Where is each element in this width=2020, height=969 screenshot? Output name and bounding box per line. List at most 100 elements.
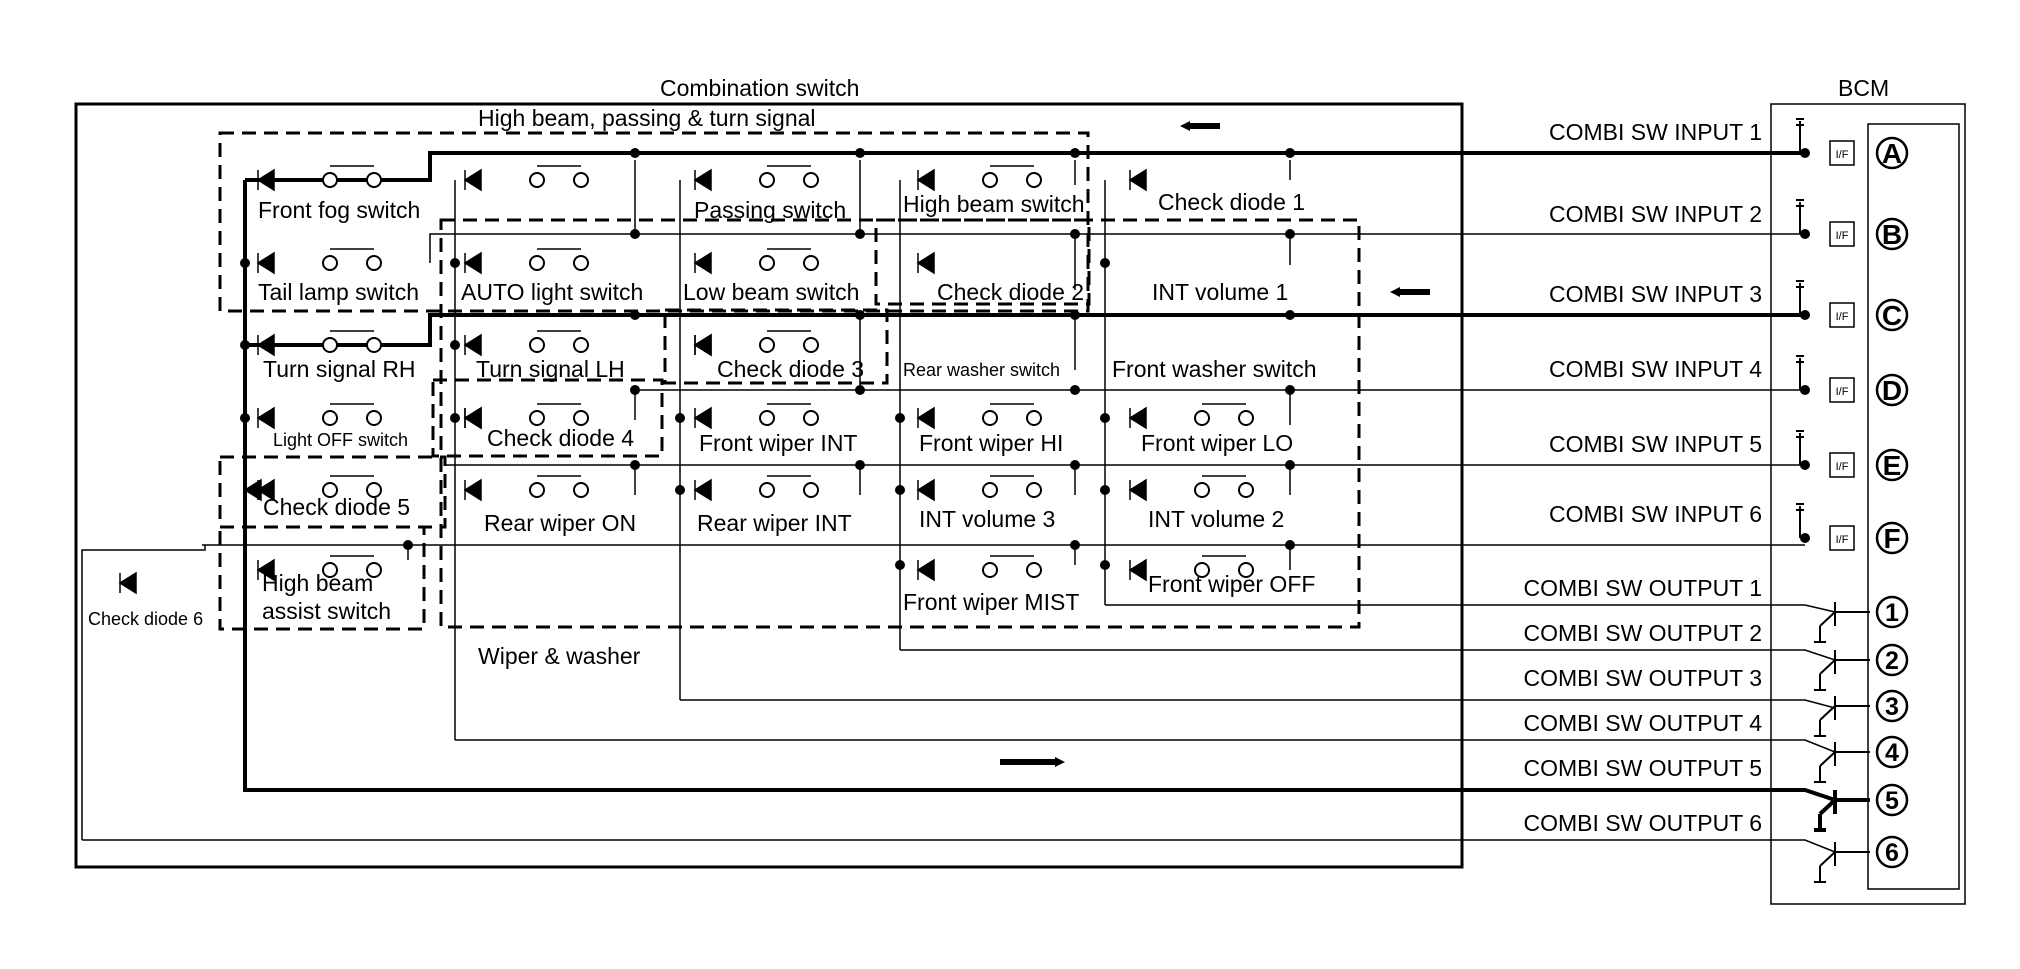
junction-dot (855, 148, 865, 158)
bcm-frame (1770, 103, 1966, 905)
label-passing-switch: Passing switch (694, 197, 846, 223)
output-label-5: COMBI SW OUTPUT 5 (1523, 755, 1762, 781)
diode-icon (1128, 168, 1147, 192)
diode-icon (118, 571, 137, 595)
pullup-icon (1796, 280, 1804, 315)
wiper-group-label: Wiper & washer (478, 643, 641, 669)
switch-contact-icon (463, 165, 589, 192)
pin-1: 1 (1885, 599, 1899, 627)
high-beam-assist-box (218, 525, 426, 631)
transistor-icon (1814, 790, 1870, 832)
switch-contact-icon (693, 248, 819, 275)
junction-dot (855, 229, 865, 239)
label-high-beam-assist-2: assist switch (262, 598, 391, 624)
label-check-diode-2: Check diode 2 (937, 279, 1084, 305)
junction-dots (240, 148, 1810, 570)
junction-dot (450, 413, 460, 423)
label-check-diode-6: Check diode 6 (88, 609, 203, 629)
pin-6: 6 (1885, 839, 1899, 867)
pin-4: 4 (1885, 739, 1899, 767)
junction-dot (675, 485, 685, 495)
switch-contact-icon (916, 403, 1042, 430)
label-tail-lamp-switch: Tail lamp switch (258, 279, 419, 305)
junction-dot (895, 413, 905, 423)
bcm-inputs: I/F A I/F B I/F C I/F D I/F (1796, 118, 1909, 555)
label-auto-light-switch: AUTO light switch (461, 279, 643, 305)
switch-contact-icon (1128, 403, 1254, 430)
junction-dot (630, 310, 640, 320)
junction-dot (1070, 310, 1080, 320)
iface-label: I/F (1836, 386, 1849, 398)
input-label-5: COMBI SW INPUT 5 (1549, 431, 1762, 457)
switch-contact-icon (916, 475, 1042, 502)
transistor-icon (1814, 650, 1870, 691)
switch-contact-icon (693, 475, 819, 502)
flow-arrows (1000, 121, 1430, 767)
junction-dot (1285, 229, 1295, 239)
high-beam-group-label: High beam, passing & turn signal (478, 105, 816, 131)
switch-contact-icon (256, 555, 382, 582)
thin-wires (81, 160, 1836, 853)
junction-dot (855, 310, 865, 320)
label-check-diode-1: Check diode 1 (1158, 189, 1305, 215)
junction-dot (630, 229, 640, 239)
junction-dot (675, 413, 685, 423)
junction-dot (630, 148, 640, 158)
pin-c: C (1882, 300, 1902, 331)
label-light-off-switch: Light OFF switch (273, 430, 408, 450)
label-front-wiper-lo: Front wiper LO (1141, 430, 1293, 456)
pin-f: F (1883, 523, 1900, 554)
label-rear-wiper-on: Rear wiper ON (484, 510, 636, 536)
switch-contact-icon (256, 403, 382, 430)
transistor-icon (1814, 742, 1870, 783)
junction-dot (1070, 540, 1080, 550)
label-front-wiper-off: Front wiper OFF (1148, 571, 1315, 597)
check-diode-3-box (663, 308, 889, 385)
iface-label: I/F (1836, 534, 1849, 546)
label-front-wiper-mist: Front wiper MIST (903, 589, 1079, 615)
junction-dot (450, 258, 460, 268)
label-turn-signal-lh: Turn signal LH (476, 356, 625, 382)
diode-icon (693, 333, 712, 357)
label-check-diode-4: Check diode 4 (487, 425, 634, 451)
junction-dot (1800, 460, 1810, 470)
switch-contact-icon (1128, 475, 1254, 502)
switch-contact-icon (463, 248, 589, 275)
diode-icon (463, 406, 482, 430)
switch-contact-icon (1128, 555, 1254, 582)
thick-wires (243, 151, 1836, 802)
iface-label: I/F (1836, 311, 1849, 323)
junction-dot (1100, 258, 1110, 268)
switch-contact-icon (916, 555, 1042, 582)
switch-contact-icon (693, 330, 819, 357)
junction-dot (1800, 148, 1810, 158)
junction-dot (1070, 385, 1080, 395)
bcm-inner-frame (1867, 123, 1960, 890)
switch-contact-icon (256, 165, 382, 192)
label-high-beam-switch: High beam switch (903, 191, 1085, 217)
junction-dot (1800, 533, 1810, 543)
switch-contact-icon (463, 330, 589, 357)
bcm-title: BCM (1838, 75, 1889, 101)
label-rear-washer-switch: Rear washer switch (903, 360, 1060, 380)
junction-dot (1100, 560, 1110, 570)
junction-dot (1800, 385, 1810, 395)
input-label-1: COMBI SW INPUT 1 (1549, 119, 1762, 145)
switch-contact-icon (256, 248, 382, 275)
light-off-box (431, 378, 664, 458)
label-int-volume-2: INT volume 2 (1148, 506, 1284, 532)
pin-3: 3 (1885, 693, 1899, 721)
junction-dot (855, 460, 865, 470)
transistor-icon (1814, 602, 1870, 643)
combination-switch-frame (74, 102, 1464, 869)
output-label-2: COMBI SW OUTPUT 2 (1523, 620, 1762, 646)
junction-dot (1285, 148, 1295, 158)
label-int-volume-1: INT volume 1 (1152, 279, 1288, 305)
pullup-icon (1796, 355, 1804, 390)
pullup-icon (1796, 118, 1804, 153)
diode-icon (916, 251, 935, 275)
input-label-3: COMBI SW INPUT 3 (1549, 281, 1762, 307)
junction-dot (1800, 229, 1810, 239)
label-front-fog-switch: Front fog switch (258, 197, 420, 223)
